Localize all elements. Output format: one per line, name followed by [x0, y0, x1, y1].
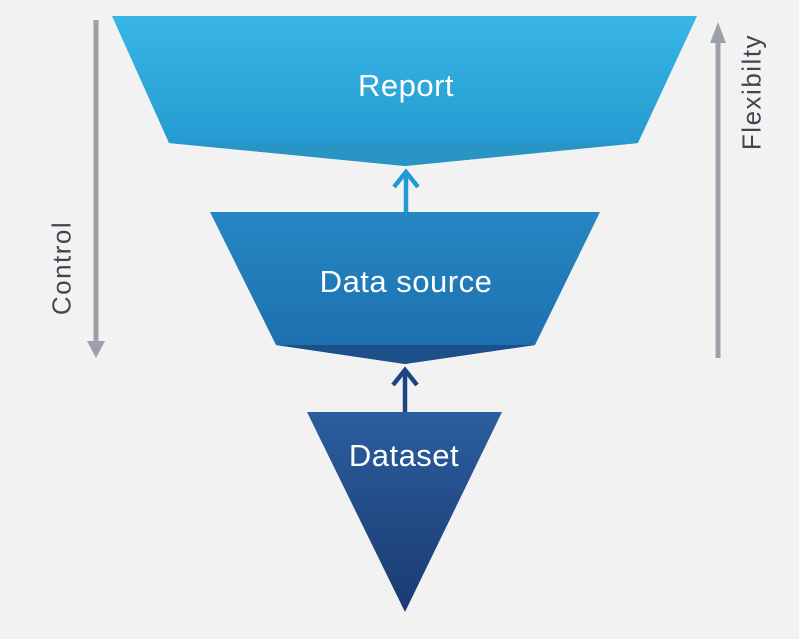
funnel-level-datasource-shape	[210, 212, 600, 364]
control-axis-arrow-down-icon	[87, 341, 105, 358]
funnel-level-datasource-shade	[276, 345, 535, 364]
funnel-level-dataset-shape	[307, 412, 502, 612]
datasource-level-label: Data source	[319, 264, 493, 299]
arrow-source-to-report-head-icon	[392, 168, 420, 189]
control-axis-label: Control	[46, 220, 77, 316]
funnel-level-report-shade	[169, 143, 638, 166]
report-level-label: Report	[357, 68, 455, 103]
flexibility-axis-label: Flexibilty	[736, 33, 767, 151]
funnel-level-report-shape	[112, 16, 697, 166]
arrow-dataset-to-source-head-icon	[391, 366, 419, 387]
dataset-level-label: Dataset	[348, 438, 460, 473]
flexibility-axis-arrow-up-icon	[710, 22, 726, 43]
